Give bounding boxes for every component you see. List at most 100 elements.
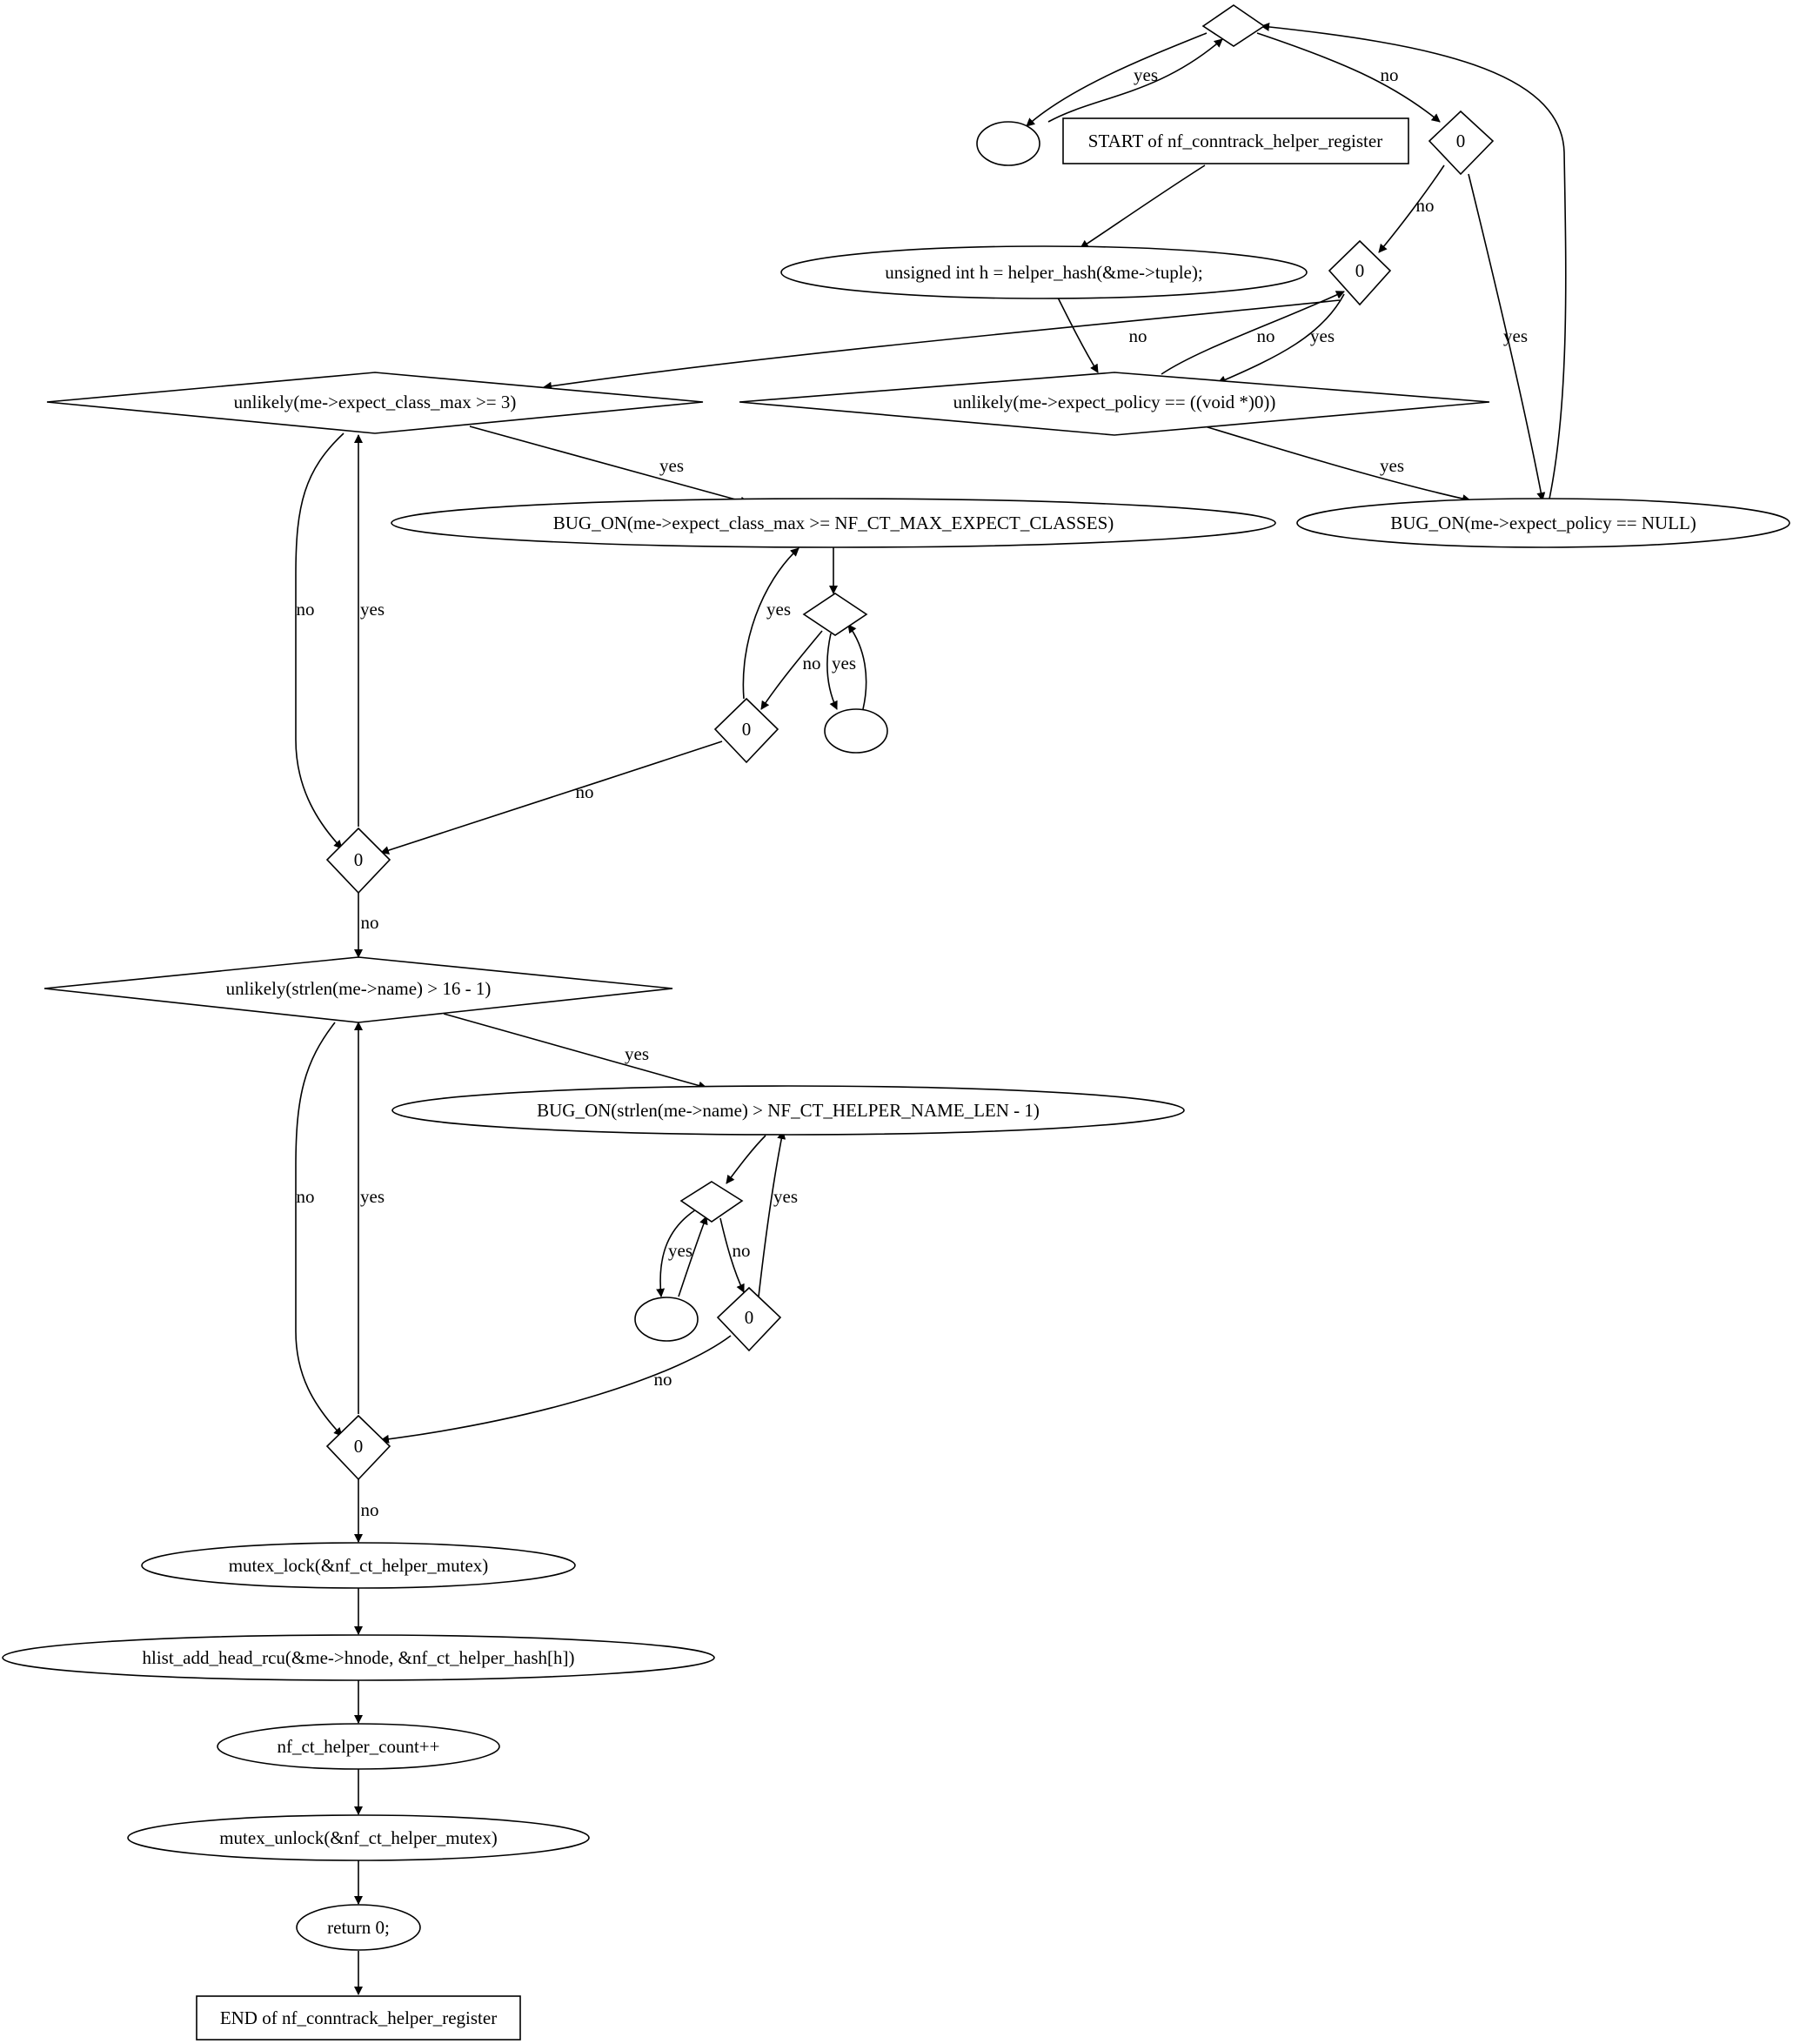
edge-start-to-hash bbox=[1080, 164, 1206, 249]
mutex-unlock-label: mutex_unlock(&nf_ct_helper_mutex) bbox=[219, 1827, 498, 1848]
loop1-zero-a-diamond: 0 bbox=[1428, 110, 1495, 176]
loop3-zero-diamond: 0 bbox=[716, 1286, 782, 1352]
edge-label-no: no bbox=[1129, 325, 1147, 346]
loop3-zero-label: 0 bbox=[745, 1307, 754, 1328]
edge-loop3-diamond-to-loop3-zero bbox=[719, 1217, 745, 1293]
edges bbox=[295, 22, 1567, 1995]
loop1-diamond bbox=[1201, 4, 1266, 47]
mutex-unlock-ellipse: mutex_unlock(&nf_ct_helper_mutex) bbox=[127, 1814, 590, 1861]
edge-class-check-to-class-bug bbox=[469, 426, 749, 506]
edge-policy-check-to-policy-bug bbox=[1204, 426, 1471, 503]
loop1-ellipse bbox=[976, 121, 1040, 166]
class-zero-diamond: 0 bbox=[325, 827, 391, 895]
mutex-lock-ellipse: mutex_lock(&nf_ct_helper_mutex) bbox=[141, 1542, 576, 1589]
edge-loop1-diamond-to-zero-a bbox=[1256, 32, 1441, 123]
edge-labels: yes no no yes no no yes yes yes no yes y… bbox=[297, 64, 1529, 1520]
edge-label-no: no bbox=[297, 599, 315, 620]
name-bug-label: BUG_ON(strlen(me->name) > NF_CT_HELPER_N… bbox=[537, 1100, 1040, 1121]
edge-label-yes: yes bbox=[360, 1186, 385, 1207]
edge-loop1-ellipse-to-diamond bbox=[1047, 38, 1223, 123]
edge-label-no: no bbox=[297, 1186, 315, 1207]
end-box: END of nf_conntrack_helper_register bbox=[196, 1995, 521, 2041]
edge-label-yes: yes bbox=[659, 455, 684, 476]
edge-hash-to-policy-check bbox=[1056, 295, 1099, 373]
policy-check-diamond: unlikely(me->expect_policy == ((void *)0… bbox=[739, 372, 1490, 436]
edge-zero-b-to-policy-check bbox=[1217, 293, 1345, 385]
edge-zero-a-to-zero-b bbox=[1378, 164, 1445, 253]
loop1-zero-b-label: 0 bbox=[1355, 260, 1365, 281]
start-label: START of nf_conntrack_helper_register bbox=[1088, 131, 1382, 151]
end-label: END of nf_conntrack_helper_register bbox=[220, 2007, 497, 2028]
edge-loop2-diamond-to-loop2-ellipse bbox=[826, 633, 838, 710]
edge-loop3-ellipse-to-loop3-diamond bbox=[678, 1216, 708, 1297]
edge-zero-a-to-policy-bug bbox=[1468, 173, 1546, 501]
count-inc-label: nf_ct_helper_count++ bbox=[278, 1736, 440, 1757]
edge-label-yes: yes bbox=[766, 599, 791, 620]
nodes: START of nf_conntrack_helper_register 0 … bbox=[2, 4, 1790, 2041]
edge-zero-b-to-class-check bbox=[543, 299, 1341, 391]
edge-label-no: no bbox=[1257, 325, 1275, 346]
hlist-add-ellipse: hlist_add_head_rcu(&me->hnode, &nf_ct_he… bbox=[2, 1634, 715, 1681]
edge-loop3-zero-to-name-bug bbox=[758, 1130, 786, 1297]
class-check-label: unlikely(me->expect_class_max >= 3) bbox=[234, 392, 517, 412]
edge-name-bug-to-loop3-diamond bbox=[726, 1135, 766, 1184]
mutex-lock-shape bbox=[141, 1542, 576, 1589]
edge-label-yes: yes bbox=[773, 1186, 798, 1207]
edge-label-no: no bbox=[361, 1499, 379, 1520]
edge-label-no: no bbox=[576, 781, 594, 802]
edge-class-check-to-class-zero bbox=[295, 432, 345, 849]
name-zero-label: 0 bbox=[354, 1436, 364, 1457]
edge-name-check-to-name-bug bbox=[443, 1013, 707, 1090]
class-check-diamond: unlikely(me->expect_class_max >= 3) bbox=[46, 372, 704, 434]
edge-loop2-zero-to-class-bug bbox=[742, 547, 799, 700]
edge-label-no: no bbox=[803, 653, 821, 674]
edge-loop2-zero-to-class-zero bbox=[380, 741, 723, 854]
start-box: START of nf_conntrack_helper_register bbox=[1062, 117, 1409, 164]
edge-label-yes: yes bbox=[668, 1240, 692, 1261]
loop3-diamond bbox=[679, 1181, 744, 1223]
count-inc-ellipse: nf_ct_helper_count++ bbox=[217, 1723, 500, 1770]
edge-label-no: no bbox=[1381, 64, 1399, 85]
return-ellipse: return 0; bbox=[296, 1904, 421, 1951]
mutex-lock-label: mutex_lock(&nf_ct_helper_mutex) bbox=[229, 1555, 489, 1576]
loop2-ellipse bbox=[824, 708, 888, 754]
hash-label: unsigned int h = helper_hash(&me->tuple)… bbox=[885, 262, 1202, 283]
policy-check-label: unlikely(me->expect_policy == ((void *)0… bbox=[953, 392, 1276, 412]
name-bug-ellipse: BUG_ON(strlen(me->name) > NF_CT_HELPER_N… bbox=[391, 1085, 1185, 1136]
class-bug-label: BUG_ON(me->expect_class_max >= NF_CT_MAX… bbox=[553, 513, 1114, 533]
class-zero-label: 0 bbox=[354, 849, 364, 870]
name-check-diamond: unlikely(strlen(me->name) > 16 - 1) bbox=[43, 956, 673, 1023]
policy-bug-ellipse: BUG_ON(me->expect_policy == NULL) bbox=[1296, 498, 1790, 548]
class-bug-ellipse: BUG_ON(me->expect_class_max >= NF_CT_MAX… bbox=[391, 498, 1276, 548]
name-zero-diamond: 0 bbox=[325, 1414, 391, 1481]
hash-ellipse: unsigned int h = helper_hash(&me->tuple)… bbox=[780, 245, 1308, 299]
edge-policy-bug-to-loop1-diamond bbox=[1261, 22, 1567, 504]
loop1-zero-a-label: 0 bbox=[1456, 131, 1466, 151]
hlist-add-label: hlist_add_head_rcu(&me->hnode, &nf_ct_he… bbox=[142, 1647, 574, 1668]
edge-label-no: no bbox=[1416, 195, 1435, 216]
mutex-unlock-shape bbox=[127, 1814, 590, 1861]
edge-loop2-diamond-to-loop2-zero bbox=[760, 630, 823, 710]
edge-label-yes: yes bbox=[832, 653, 856, 674]
loop1-zero-b-diamond: 0 bbox=[1328, 239, 1392, 306]
loop2-zero-label: 0 bbox=[742, 719, 752, 740]
edge-name-check-to-name-zero bbox=[295, 1022, 343, 1437]
return-label: return 0; bbox=[327, 1917, 390, 1938]
edge-label-yes: yes bbox=[1310, 325, 1335, 346]
loop3-ellipse bbox=[634, 1297, 699, 1342]
edge-label-yes: yes bbox=[1134, 64, 1158, 85]
loop2-diamond bbox=[802, 593, 868, 636]
edge-label-no: no bbox=[733, 1240, 751, 1261]
name-check-label: unlikely(strlen(me->name) > 16 - 1) bbox=[226, 978, 492, 999]
policy-bug-label: BUG_ON(me->expect_policy == NULL) bbox=[1390, 513, 1696, 533]
edge-loop3-diamond-to-loop3-ellipse bbox=[656, 1209, 697, 1297]
edge-loop1-diamond-to-ellipse bbox=[1026, 32, 1208, 127]
edge-label-no: no bbox=[361, 912, 379, 933]
edge-loop3-zero-to-name-zero bbox=[380, 1335, 732, 1444]
edge-loop2-ellipse-to-loop2-diamond bbox=[847, 624, 867, 710]
edge-label-yes: yes bbox=[1380, 455, 1404, 476]
edge-label-no: no bbox=[654, 1369, 672, 1390]
edge-label-yes: yes bbox=[360, 599, 385, 620]
loop2-zero-diamond: 0 bbox=[713, 697, 779, 764]
